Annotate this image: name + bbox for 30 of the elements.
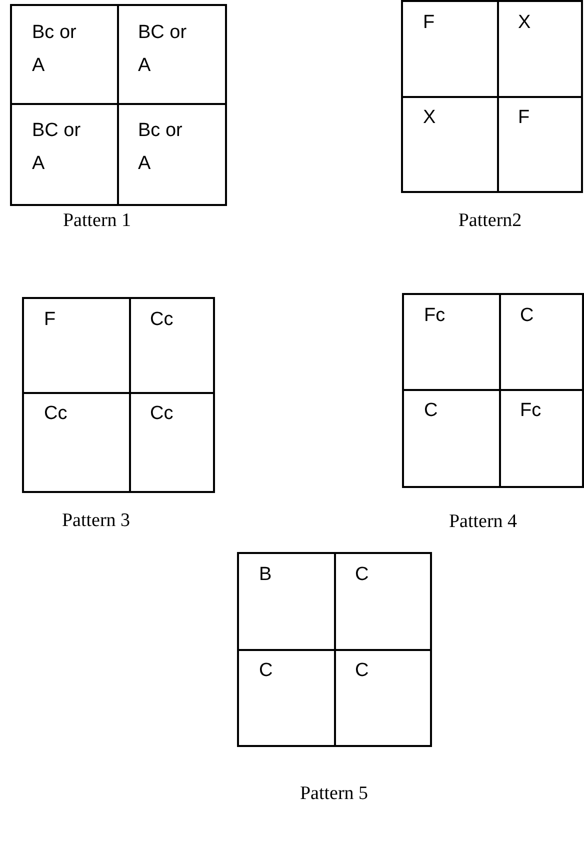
cell-text: Cc (150, 403, 174, 425)
pattern-caption: Pattern 1 (62, 210, 132, 232)
cell-text: Bc or A (138, 119, 184, 176)
cell-text: C (355, 660, 370, 682)
pattern-caption: Pattern 5 (300, 783, 368, 805)
cell-text: Cc (150, 309, 174, 331)
cell-text: BC or A (32, 119, 82, 176)
cell-text: C (424, 400, 439, 422)
cell-text: C (259, 660, 274, 682)
cell-text: F (423, 12, 436, 34)
pattern-grid (402, 293, 584, 488)
cell-text: C (520, 305, 535, 327)
pattern-caption: Pattern 3 (62, 510, 130, 532)
cell-text: Bc or A (32, 21, 78, 78)
cell-text: X (518, 12, 532, 34)
cell-text: BC or A (138, 21, 188, 78)
pattern-grid (237, 552, 432, 747)
cell-text: Fc (424, 305, 446, 327)
cell-text: Fc (520, 400, 542, 422)
pattern-caption: Pattern2 (458, 210, 522, 232)
cell-text: Cc (44, 403, 68, 425)
pattern-grid (22, 297, 215, 493)
pattern-grid (401, 0, 583, 193)
pattern-grid (10, 4, 227, 206)
cell-text: F (44, 309, 57, 331)
pattern-caption: Pattern 4 (448, 511, 518, 533)
cell-text: X (423, 107, 437, 129)
cell-text: C (355, 564, 370, 586)
cell-text: F (518, 107, 531, 129)
cell-text: B (259, 564, 273, 586)
